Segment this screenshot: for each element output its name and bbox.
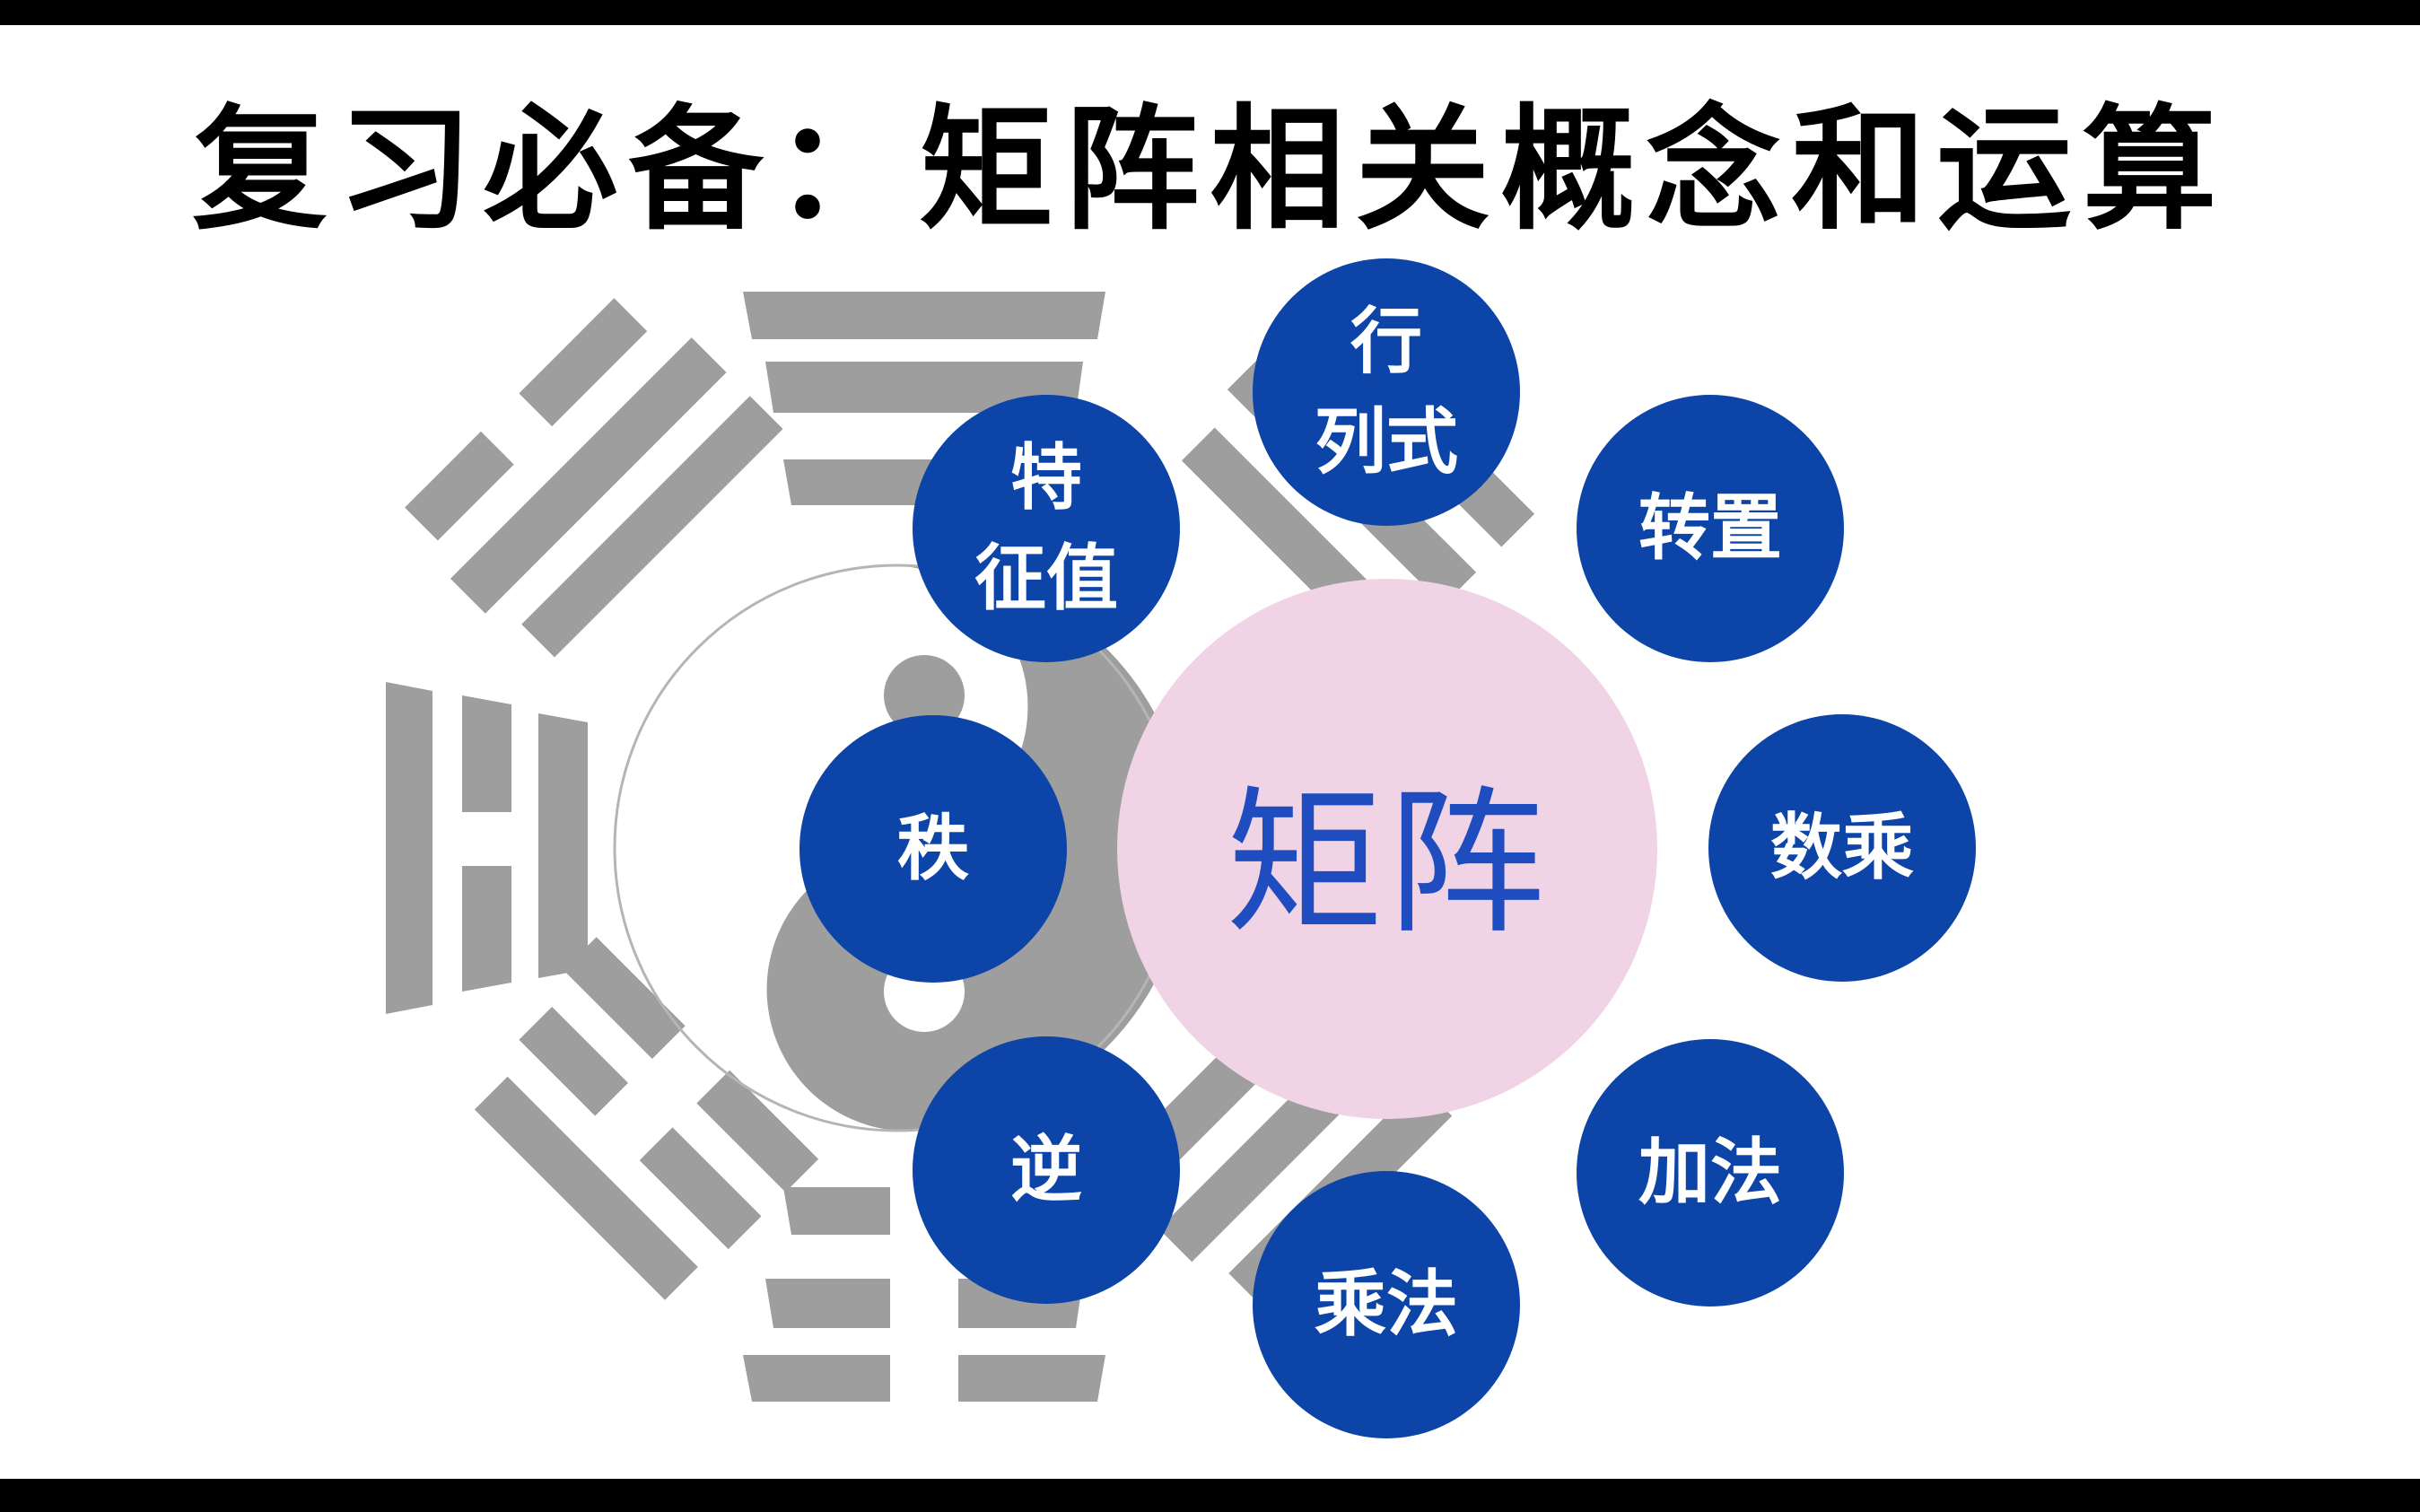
node-label: 转置 xyxy=(1638,486,1782,570)
node-tezhengzhi[interactable]: 特 征值 xyxy=(913,395,1180,662)
node-zhi[interactable]: 秩 xyxy=(799,715,1067,983)
node-label: 加法 xyxy=(1638,1131,1782,1214)
node-label: 行 列式 xyxy=(1315,300,1458,484)
node-chengfa[interactable]: 乘法 xyxy=(1253,1171,1520,1438)
node-label: 秩 xyxy=(897,807,969,890)
node-label: 乘法 xyxy=(1315,1263,1458,1346)
page-title: 复习必备：矩阵相关概念和运算 xyxy=(192,92,2228,249)
node-label: 特 征值 xyxy=(974,436,1118,620)
node-jiafa[interactable]: 加法 xyxy=(1577,1039,1844,1307)
node-label: 数乘 xyxy=(1770,806,1914,889)
node-hanglieshi[interactable]: 行 列式 xyxy=(1253,258,1520,526)
bottom-letterbox-bar xyxy=(0,1479,2420,1512)
node-label: 逆 xyxy=(1010,1128,1082,1211)
top-letterbox-bar xyxy=(0,0,2420,25)
center-node-matrix: 矩阵 xyxy=(1117,579,1657,1119)
center-node-label: 矩阵 xyxy=(1225,771,1549,956)
node-ni[interactable]: 逆 xyxy=(913,1036,1180,1304)
node-shucheng[interactable]: 数乘 xyxy=(1708,714,1976,982)
node-zhuanzhi[interactable]: 转置 xyxy=(1577,395,1844,662)
